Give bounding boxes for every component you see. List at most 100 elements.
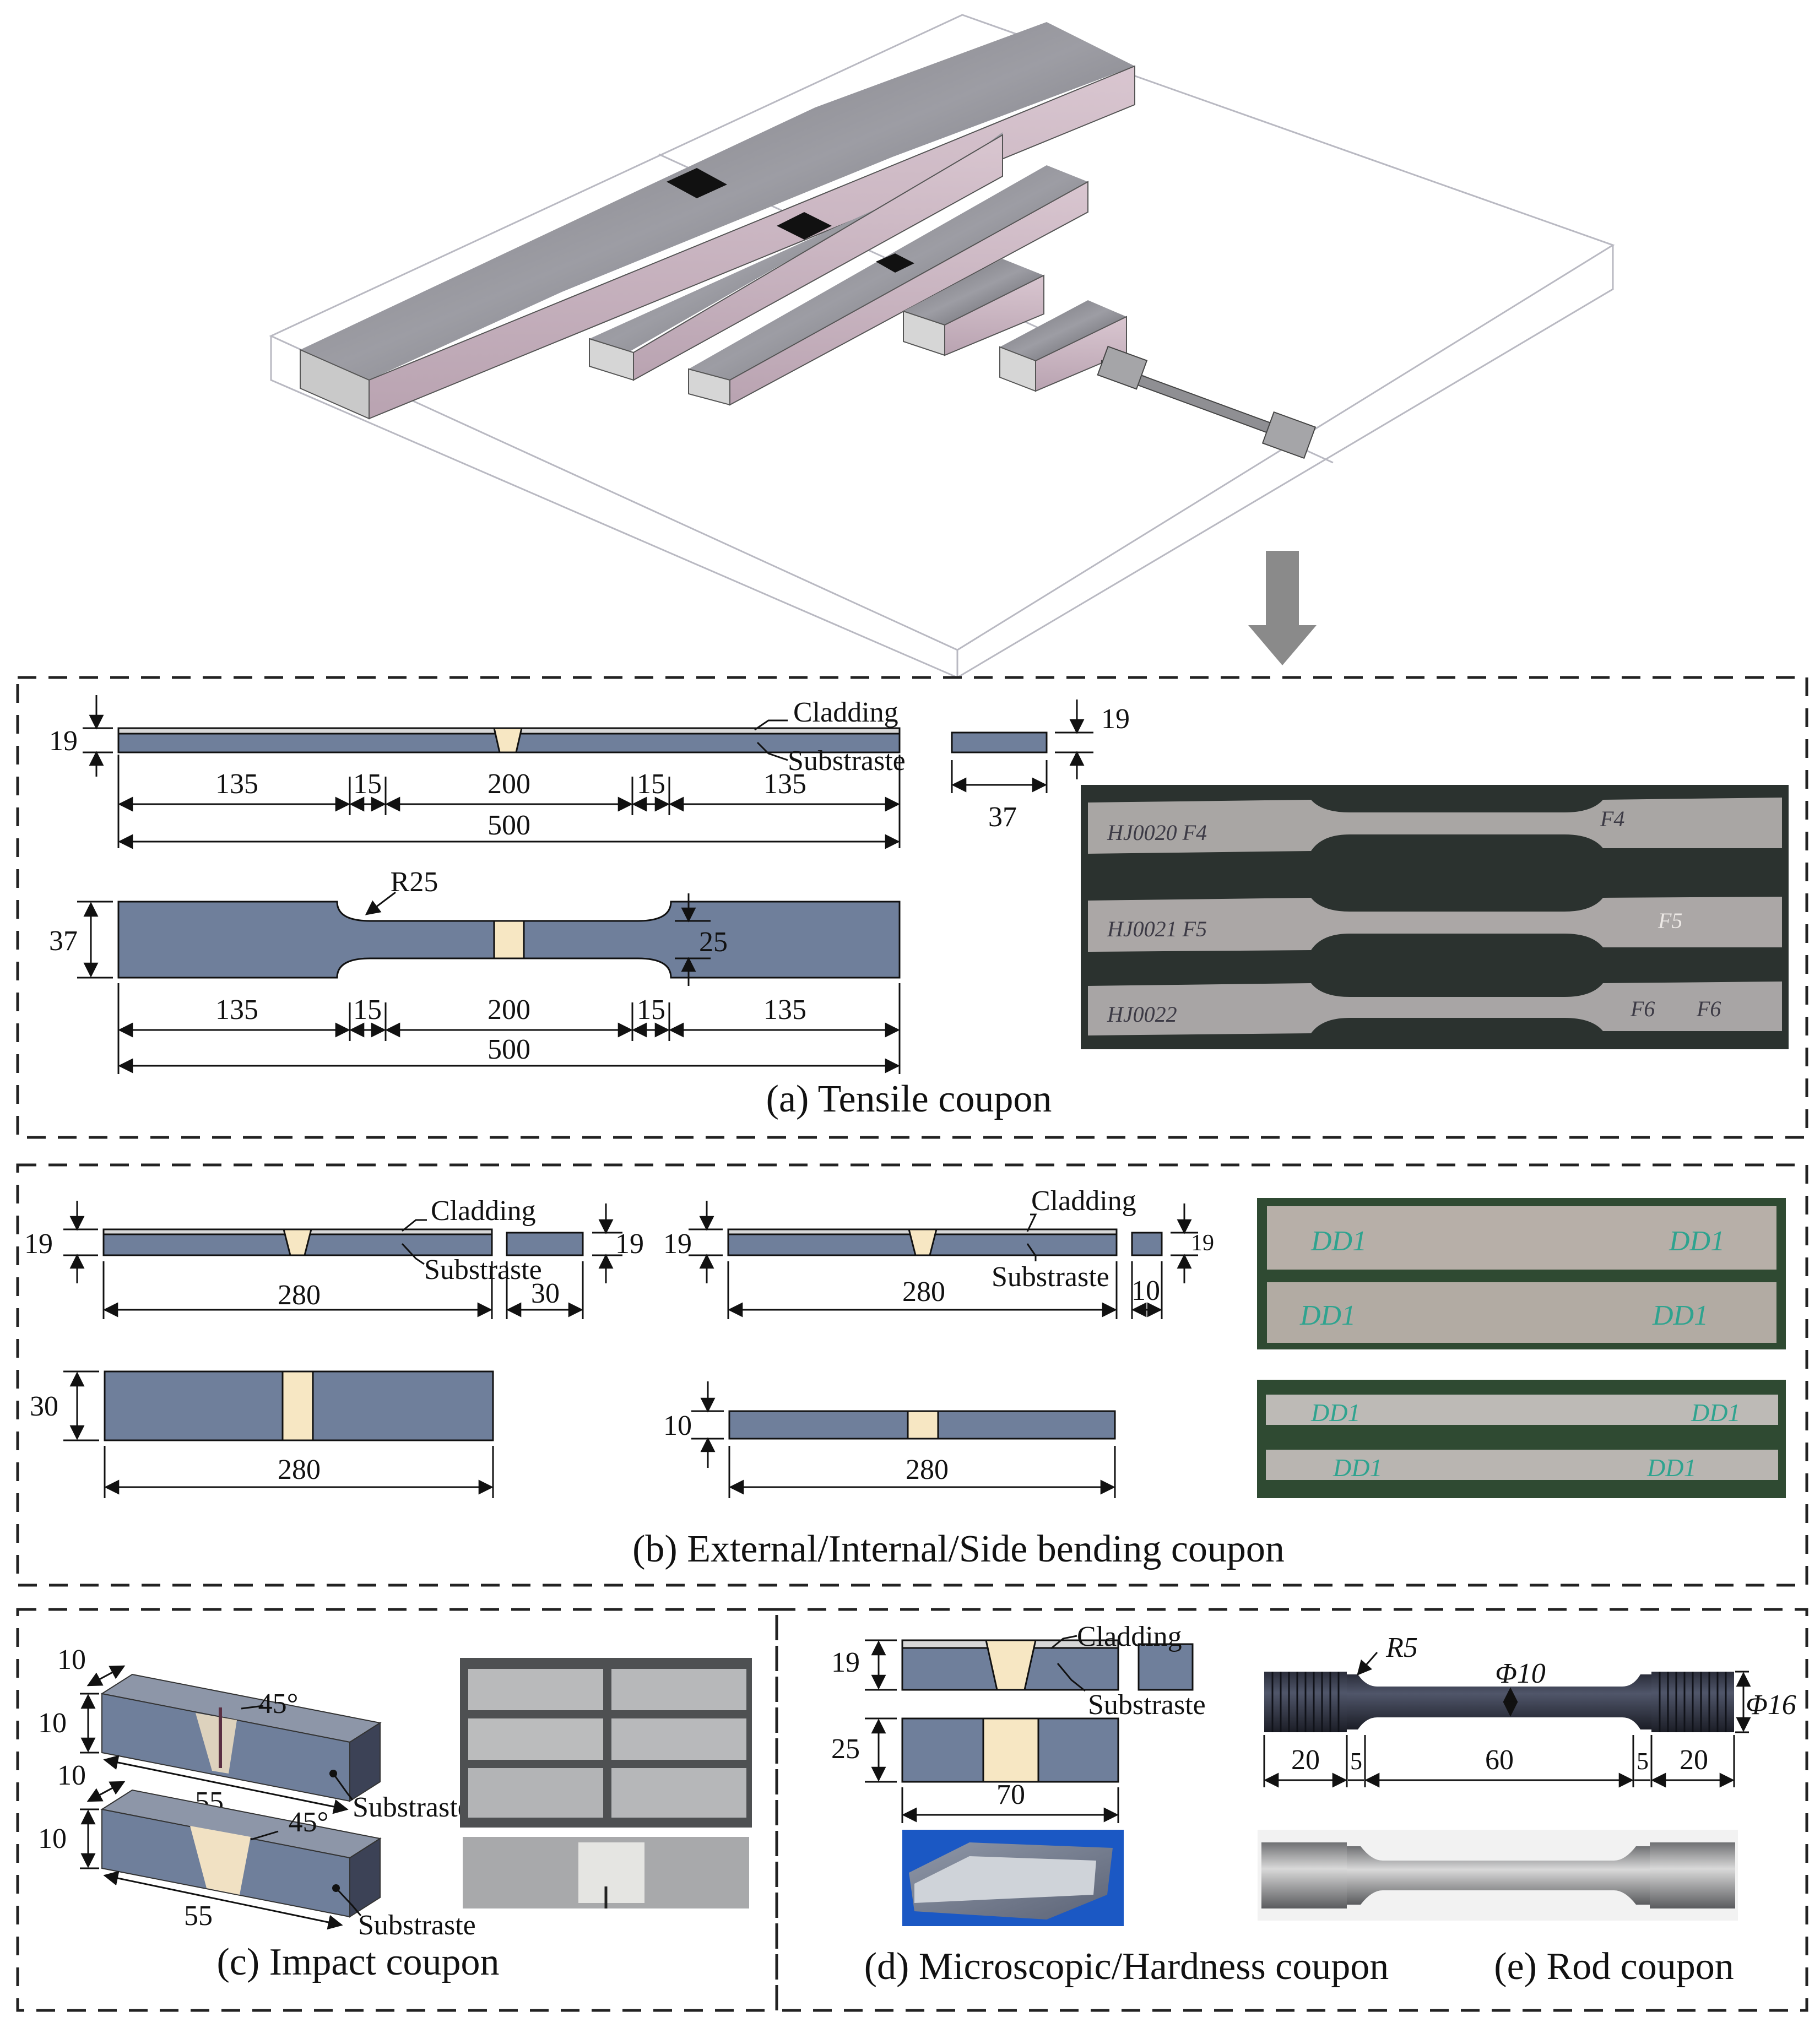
tensile-seg-5: 135 — [763, 768, 806, 800]
impact-block-2-end — [999, 346, 1036, 392]
panel-bending: 19 19 Cladding Substraste 280 30 30 280 — [16, 1163, 1808, 1587]
impact-photo-1-piece — [611, 1768, 746, 1818]
tensile-top-seg-1: 135 — [215, 994, 258, 1026]
micro-cladding-label: Cladding — [1077, 1621, 1182, 1652]
tensile-reduced-width-label: 25 — [699, 926, 728, 958]
tensile-photo-mark-3: HJ0021 F5 — [1107, 917, 1207, 941]
rod-thread-lines — [1271, 1672, 1727, 1732]
rod-seg-4: 5 — [1637, 1748, 1649, 1775]
rod-seg-3: 60 — [1485, 1744, 1514, 1776]
dim-line — [86, 1781, 126, 1802]
tensile-photo-bar-2 — [1088, 897, 1782, 952]
bend-right-end-view — [1131, 1232, 1163, 1256]
panel-impact: 45° 10 10 55 Substraste 45° 10 10 55 Sub… — [16, 1608, 778, 2012]
impact-photo-2-weld — [578, 1842, 644, 1903]
tensile-radius-label: R25 — [391, 866, 438, 898]
down-arrow-icon — [1248, 551, 1317, 665]
bend-left-length: 280 — [278, 1279, 321, 1311]
impact-block-1-end — [903, 310, 945, 356]
tensile-top-seg-3: 200 — [488, 994, 530, 1026]
impact-block-1-top — [903, 259, 1044, 325]
impact-substrate-1: Substraste — [353, 1792, 470, 1823]
impact-block-2-top — [1000, 300, 1126, 361]
rod-photo-body — [1347, 1846, 1650, 1905]
bend-bar-3d-end — [589, 338, 634, 381]
impact-photo-1-piece — [468, 1669, 603, 1710]
bend-photo-2-bar-1 — [1266, 1395, 1778, 1425]
bend-right-cladding-label: Cladding — [1031, 1185, 1136, 1217]
dim-line — [103, 1870, 343, 1930]
tensile-bar-3d-weld — [667, 168, 727, 198]
substrate-leader — [1057, 1663, 1086, 1692]
tensile-top-total: 500 — [488, 1034, 530, 1065]
micro-length: 70 — [996, 1779, 1025, 1810]
bend-left-top-length: 280 — [278, 1454, 321, 1485]
tensile-photo-mark-6: F6 — [1630, 996, 1655, 1021]
bend-right-thickness: 19 — [663, 1228, 692, 1260]
tensile-top-seg-4: 15 — [637, 994, 665, 1026]
bend-bar-3d-top — [589, 132, 1003, 353]
side-bar-3d-top — [689, 165, 1088, 380]
tensile-seg-2: 15 — [353, 768, 382, 800]
bend-right-top-weld — [907, 1410, 939, 1440]
tensile-width-label: 37 — [49, 925, 78, 957]
bend-right-substrate-label: Substraste — [992, 1261, 1109, 1293]
radius-leader — [1357, 1652, 1378, 1676]
substrate-dot — [332, 1884, 340, 1892]
impact-size-2a: 10 — [38, 1823, 67, 1855]
impact-photo-1-piece — [468, 1718, 603, 1760]
micro-top-weld — [982, 1717, 1039, 1783]
panel-micro-rod: Cladding Substraste 19 25 70 — [775, 1608, 1808, 2012]
tensile-end-view — [951, 731, 1048, 753]
panel-a-frame — [16, 676, 1808, 1139]
micro-photo — [902, 1830, 1124, 1926]
tensile-photo-mark-5: HJ0022 — [1107, 1002, 1177, 1027]
micro-substrate-label: Substraste — [1088, 1689, 1206, 1721]
bend-photo-1-bar-2 — [1267, 1282, 1776, 1343]
panel-a-caption: (a) Tensile coupon — [766, 1078, 1052, 1120]
panel-tensile: 19 19 37 Cladding Substraste 37 25 R25 — [16, 676, 1808, 1139]
micro-photo-face — [914, 1856, 1096, 1903]
panel-d-caption: (d) Microscopic/Hardness coupon — [864, 1945, 1389, 1988]
rod-photo-thread-right — [1650, 1842, 1735, 1908]
substrate-leader — [401, 1243, 425, 1265]
impact-photo-1 — [460, 1658, 752, 1828]
tensile-photo-mark-2: F4 — [1600, 806, 1624, 831]
rod-body — [1347, 1674, 1651, 1729]
bend-photo-2-mark-4: DD1 — [1646, 1454, 1696, 1482]
rod-drawing — [1264, 1672, 1734, 1732]
impact-length-2: 55 — [184, 1900, 213, 1932]
bend-left-top-width: 30 — [30, 1391, 58, 1422]
rod-radius: R5 — [1385, 1632, 1418, 1663]
tensile-top-seg-2: 15 — [353, 994, 382, 1026]
tensile-side-weld — [493, 727, 523, 753]
bend-left-weld — [283, 1228, 312, 1256]
tensile-top-weld — [493, 920, 525, 959]
substrate-leader — [332, 1773, 354, 1801]
tensile-photo: HJ0020 F4 F4 HJ0021 F5 F5 HJ0022 F6 F6 — [1081, 785, 1789, 1049]
angle-leader — [241, 1705, 264, 1710]
panel-b-frame — [16, 1163, 1808, 1587]
rod-seg-5: 20 — [1680, 1744, 1708, 1776]
impact-size-1a: 10 — [38, 1707, 67, 1739]
impact-angle-2: 45° — [289, 1807, 329, 1838]
impact-size-2b: 10 — [57, 1760, 86, 1791]
bend-right-length: 280 — [902, 1276, 945, 1308]
bending-photo-1: DD1 DD1 DD1 DD1 — [1257, 1198, 1786, 1349]
dim-line — [103, 1755, 349, 1814]
panel-c-caption: (c) Impact coupon — [216, 1941, 499, 1983]
substrate-leader — [1026, 1243, 1037, 1261]
bend-left-end-width: 30 — [531, 1278, 560, 1309]
rod-diameter-mid: Φ10 — [1495, 1658, 1546, 1689]
impact-size-1b: 10 — [57, 1644, 86, 1676]
tensile-seg-4: 15 — [637, 768, 665, 800]
substrate-leader — [756, 741, 788, 761]
overview-3d — [269, 14, 1615, 679]
bend-right-end-width: 10 — [1131, 1275, 1160, 1306]
bend-left-thickness: 19 — [24, 1228, 53, 1260]
bend-left-substrate-label: Substraste — [424, 1254, 542, 1286]
tensile-end-width-label: 37 — [988, 801, 1017, 833]
bend-left-cladding-label: Cladding — [431, 1195, 536, 1227]
impact-block-2-end-face — [349, 1837, 381, 1918]
